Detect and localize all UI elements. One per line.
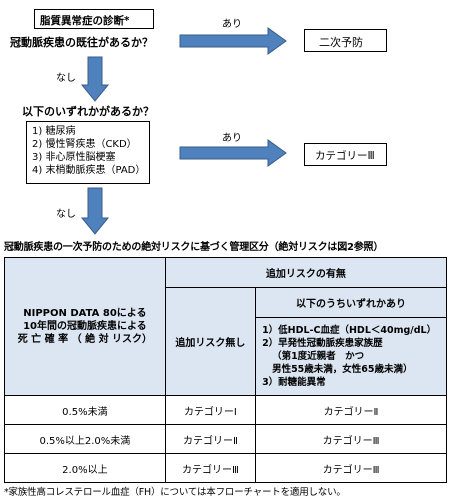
no-risk-category-cell: カテゴリーⅡ — [164, 424, 257, 454]
arrow-down-no-1 — [80, 56, 110, 102]
yes-label-2: あり — [222, 133, 242, 144]
question-conditions: 以下のいずれかがあるか？ — [22, 105, 154, 118]
question-cad-history: 冠動脈疾患の既往があるか？ — [10, 36, 153, 49]
any-risk-category-cell: カテゴリーⅢ — [255, 424, 447, 454]
any-risk-category-cell: カテゴリーⅡ — [255, 395, 447, 425]
diagnosis-label: 脂質異常症の診断* — [40, 15, 130, 27]
no-risk-category-cell: カテゴリーⅢ — [164, 453, 257, 483]
risk-list-cell: 1）低HDL-C血症（HDL＜40mg/dL） 2）早発性冠動脈疾患家族歴 （第… — [255, 317, 447, 396]
management-table: NIPPON DATA 80による 10年間の冠動脈疾患による 死 亡 確 率 … — [4, 257, 448, 483]
any-risk-category-cell: カテゴリーⅢ — [255, 453, 447, 483]
secondary-prevention-label: 二次予防 — [319, 36, 363, 49]
no-label-1: なし — [56, 73, 76, 84]
no-label-2: なし — [56, 209, 76, 220]
corner-cell: NIPPON DATA 80による 10年間の冠動脈疾患による 死 亡 確 率 … — [4, 257, 166, 396]
conditions-box: 1) 糖尿病 2) 慢性腎疾患（CKD） 3) 非心原性脳梗塞 4) 末梢動脈疾… — [26, 121, 150, 184]
risk-item: 2）早発性冠動脈疾患家族歴 — [262, 338, 383, 349]
table-title: 冠動脈疾患の一次予防のための絶対リスクに基づく管理区分（絶対リスクは図2参照） — [4, 242, 384, 253]
arrow-right-yes-1 — [179, 27, 287, 55]
no-risk-category-cell: カテゴリーⅠ — [164, 395, 257, 425]
condition-item: 1) 糖尿病 — [32, 126, 76, 137]
category-3-box: カテゴリーⅢ — [304, 143, 387, 166]
corner-line: NIPPON DATA 80による — [23, 308, 147, 319]
risk-range-cell: 2.0%以上 — [4, 453, 166, 483]
risk-item: （第1度近親者 かつ — [272, 351, 365, 362]
condition-item: 3) 非心原性脳梗塞 — [32, 152, 116, 163]
footnote: *家族性高コレステロール血症（FH）については本フローチャートを適用しない。 — [4, 487, 346, 498]
table-row: 2.0%以上 カテゴリーⅢ カテゴリーⅢ — [4, 453, 447, 483]
condition-item: 2) 慢性腎疾患（CKD） — [32, 139, 137, 150]
risk-range-cell: 0.5%未満 — [4, 395, 166, 425]
risk-item: 男性55歳未満，女性65歳未満） — [272, 364, 413, 375]
table-row: 0.5%以上2.0%未満 カテゴリーⅡ カテゴリーⅢ — [4, 424, 447, 454]
secondary-prevention-box: 二次予防 — [304, 29, 387, 52]
corner-line: 10年間の冠動脈疾患による — [23, 321, 147, 332]
diagnosis-box: 脂質異常症の診断* — [34, 9, 154, 29]
table-row: 0.5%未満 カテゴリーⅠ カテゴリーⅡ — [4, 395, 447, 425]
risk-item: 3）耐糖能異常 — [262, 377, 326, 388]
category-3-label: カテゴリーⅢ — [315, 150, 375, 162]
additional-risk-header: 追加リスクの有無 — [164, 257, 448, 288]
no-risk-header: 追加リスク無し — [164, 287, 257, 396]
arrow-right-yes-2 — [179, 139, 287, 167]
yes-label-1: あり — [222, 19, 242, 30]
risk-item: 1）低HDL-C血症（HDL＜40mg/dL） — [262, 325, 437, 336]
any-risk-header: 以下のうちいずれかあり — [255, 287, 447, 318]
arrow-down-no-2 — [80, 187, 110, 235]
corner-line: 死 亡 確 率 （ 絶 対 リスク） — [17, 334, 153, 345]
condition-item: 4) 末梢動脈疾患（PAD） — [32, 165, 146, 176]
risk-range-cell: 0.5%以上2.0%未満 — [4, 424, 166, 454]
